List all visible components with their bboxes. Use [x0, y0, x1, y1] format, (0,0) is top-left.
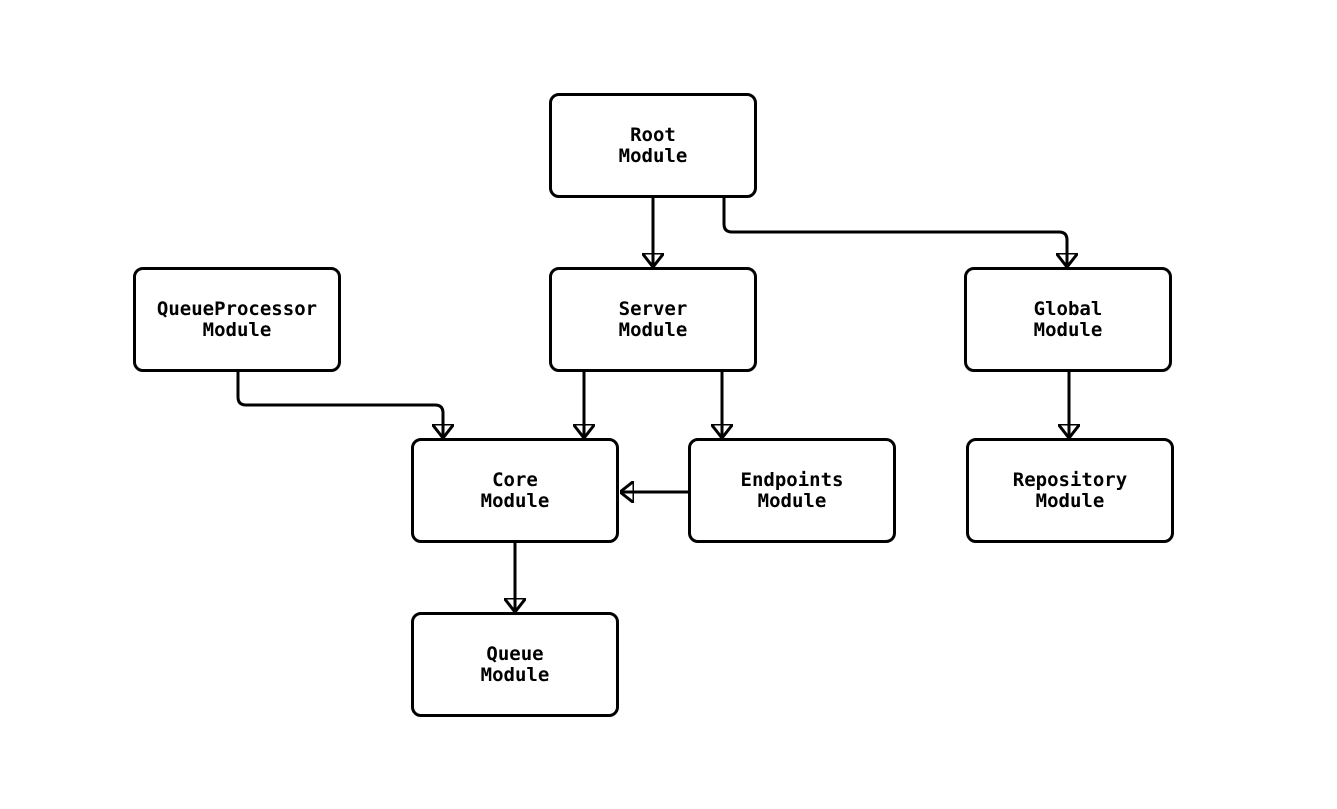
node-label-line2: Module	[618, 144, 688, 167]
node-server-module: Server Module	[549, 267, 757, 372]
node-label-line1: Root	[630, 123, 676, 146]
node-global-module: Global Module	[964, 267, 1172, 372]
node-label-line2: Module	[1033, 318, 1103, 341]
node-queueprocessor-module: QueueProcessor Module	[133, 267, 341, 372]
node-label-line2: Module	[480, 663, 550, 686]
node-label-line2: Module	[618, 318, 688, 341]
node-repository-module: Repository Module	[966, 438, 1174, 543]
node-label-line1: Queue	[486, 642, 544, 665]
edge-queueprocessor-to-core	[236, 372, 443, 438]
node-queue-module: Queue Module	[411, 612, 619, 717]
node-label-line2: Module	[480, 489, 550, 512]
node-label-line1: Repository	[1012, 468, 1128, 491]
node-label-line1: Server	[618, 297, 688, 320]
node-label-line1: Global	[1033, 297, 1103, 320]
node-label-line1: QueueProcessor	[156, 297, 318, 320]
node-label-line2: Module	[202, 318, 272, 341]
node-root-module: Root Module	[549, 93, 757, 198]
edge-root-to-global	[722, 198, 1067, 267]
node-endpoints-module: Endpoints Module	[688, 438, 896, 543]
node-label-line1: Core	[492, 468, 538, 491]
node-label-line2: Module	[1035, 489, 1105, 512]
node-core-module: Core Module	[411, 438, 619, 543]
node-label-line1: Endpoints	[740, 468, 844, 491]
node-label-line2: Module	[757, 489, 827, 512]
